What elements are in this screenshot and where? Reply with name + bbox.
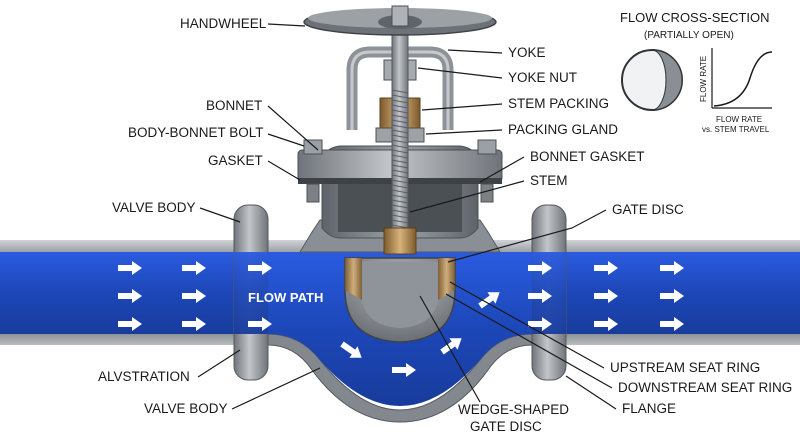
leader-yoke xyxy=(447,49,503,54)
flow-arrow xyxy=(392,363,416,377)
flow-arrows xyxy=(118,261,684,377)
inset-x-axis-line2: vs. STEM TRAVEL xyxy=(702,125,770,134)
leader-packing-gland xyxy=(425,129,503,135)
label-body-bonnet-bolt: BODY-BONNET BOLT xyxy=(128,125,264,140)
flow-arrow xyxy=(118,289,142,303)
label-wedge-line2: GATE DISC xyxy=(470,419,542,434)
label-packing-gland: PACKING GLAND xyxy=(508,122,618,137)
label-flange: FLANGE xyxy=(622,401,676,416)
gate-disc xyxy=(344,257,456,343)
leader-body-bonnet-bolt xyxy=(267,133,305,147)
label-yoke: YOKE xyxy=(508,45,546,60)
flow-rate-curve xyxy=(713,51,773,107)
flow-arrow xyxy=(340,341,362,358)
body-bonnet-bolt-left xyxy=(303,139,323,203)
inset-x-axis-line1: FLOW RATE xyxy=(716,115,762,124)
leader-gasket xyxy=(267,160,301,181)
flow-arrow xyxy=(182,261,206,275)
leader-handwheel xyxy=(267,23,306,27)
label-gate-disc: GATE DISC xyxy=(612,202,684,217)
leader-bonnet-gasket xyxy=(479,156,525,183)
label-valve-body-bottom: VALVE BODY xyxy=(144,401,228,416)
flow-arrow xyxy=(440,338,462,355)
label-valve-body-top: VALVE BODY xyxy=(112,200,196,215)
label-upstream-seat-ring: UPSTREAM SEAT RING xyxy=(610,360,760,375)
inset-subtitle: (PARTIALLY OPEN) xyxy=(644,30,734,41)
flow-arrow xyxy=(528,289,552,303)
flow-arrow xyxy=(660,289,684,303)
label-downstream-seat-ring: DOWNSTREAM SEAT RING xyxy=(618,380,792,395)
leader-valve-body-bottom xyxy=(231,367,321,410)
leader-valve-body-top xyxy=(199,207,241,223)
label-alvstration: ALVSTRATION xyxy=(98,369,190,384)
flow-arrow xyxy=(594,289,618,303)
leader-downstream-seat-ring xyxy=(445,293,613,389)
flow-arrow xyxy=(528,317,552,331)
flow-arrow xyxy=(118,261,142,275)
flow-arrow xyxy=(248,261,272,275)
flow-rate-plot: FLOW RATE FLOW RATE vs. STEM TRAVEL xyxy=(699,48,773,134)
flow-arrow xyxy=(182,317,206,331)
leader-upstream-seat-ring xyxy=(449,281,605,369)
flow-path-label: FLOW PATH xyxy=(248,290,323,305)
inset-y-axis: FLOW RATE xyxy=(699,56,708,102)
upstream-seat-ring xyxy=(345,258,362,300)
cross-section-circle xyxy=(621,49,683,111)
flow-arrow xyxy=(248,317,272,331)
leader-stem xyxy=(409,180,525,213)
leader-bonnet xyxy=(267,105,319,151)
stem xyxy=(383,33,417,255)
flow-arrow xyxy=(660,261,684,275)
label-gasket: GASKET xyxy=(208,153,263,168)
flow-arrow xyxy=(118,317,142,331)
body-bonnet-bolt-right xyxy=(477,139,497,203)
flow-arrow xyxy=(478,292,500,309)
leader-gate-disc xyxy=(447,209,607,263)
flow-arrow xyxy=(594,317,618,331)
leader-yoke-nut xyxy=(417,67,503,79)
flow-arrow xyxy=(182,289,206,303)
label-stem: STEM xyxy=(530,173,568,188)
label-stem-packing: STEM PACKING xyxy=(508,96,609,111)
flow-arrow xyxy=(528,261,552,275)
flow-arrow xyxy=(660,317,684,331)
handwheel xyxy=(303,5,497,36)
label-handwheel: HANDWHEEL xyxy=(180,16,267,31)
label-bonnet-gasket: BONNET GASKET xyxy=(530,149,645,164)
label-bonnet: BONNET xyxy=(206,98,262,113)
leader-stem-packing xyxy=(421,103,503,111)
leader-wedge-gate-disc xyxy=(419,295,481,403)
label-yoke-nut: YOKE NUT xyxy=(508,70,577,85)
label-wedge-line1: WEDGE-SHAPED xyxy=(458,402,569,417)
flow-cross-section-inset: FLOW CROSS-SECTION (PARTIALLY OPEN) FLOW… xyxy=(620,10,773,134)
leader-flange xyxy=(565,375,617,410)
leader-alvstration xyxy=(197,349,241,378)
downstream-seat-ring xyxy=(438,258,455,300)
inset-title: FLOW CROSS-SECTION xyxy=(620,10,770,25)
stem-coupling xyxy=(383,227,417,255)
flow-arrow xyxy=(594,261,618,275)
